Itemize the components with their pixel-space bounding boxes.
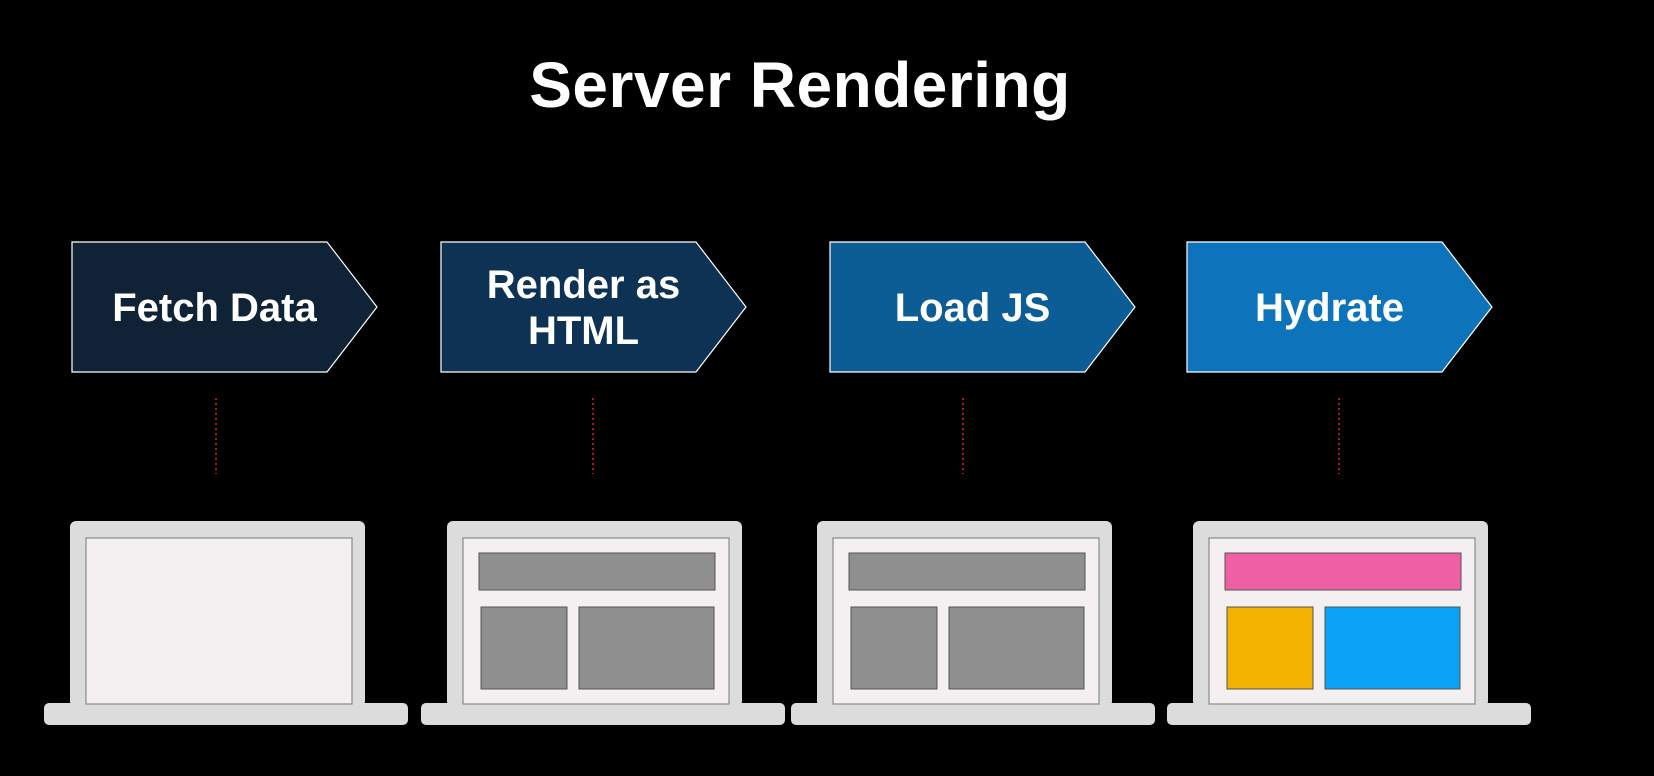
page-content-block bbox=[1324, 606, 1461, 690]
page-header-block bbox=[848, 552, 1086, 591]
step-label: Load JS bbox=[895, 286, 1051, 330]
laptop bbox=[421, 521, 785, 725]
laptop-base bbox=[1167, 703, 1531, 725]
step-arrow bbox=[440, 241, 747, 373]
step-arrow bbox=[71, 241, 378, 373]
step-3: Load JS bbox=[791, 241, 1155, 725]
step-1: Fetch Data bbox=[44, 241, 408, 725]
laptop bbox=[1167, 521, 1531, 725]
laptop-screen bbox=[85, 537, 353, 705]
step-arrow bbox=[829, 241, 1136, 373]
step-label: Hydrate bbox=[1255, 286, 1404, 330]
laptop-base bbox=[44, 703, 408, 725]
page-sidebar-block bbox=[850, 606, 938, 690]
laptop-base bbox=[791, 703, 1155, 725]
step-4: Hydrate bbox=[1167, 241, 1531, 725]
step-label: Render as bbox=[487, 263, 680, 307]
step-arrow bbox=[1186, 241, 1493, 373]
laptop bbox=[44, 521, 408, 725]
page-sidebar-block bbox=[1226, 606, 1314, 690]
page-content-block bbox=[948, 606, 1085, 690]
laptop bbox=[791, 521, 1155, 725]
page-header-block bbox=[478, 552, 716, 591]
laptop-base bbox=[421, 703, 785, 725]
step-label: HTML bbox=[528, 309, 639, 353]
page-title: Server Rendering bbox=[529, 49, 1071, 121]
step-label: Fetch Data bbox=[112, 286, 317, 330]
page-content-block bbox=[578, 606, 715, 690]
page-header-block bbox=[1224, 552, 1462, 591]
page-sidebar-block bbox=[480, 606, 568, 690]
